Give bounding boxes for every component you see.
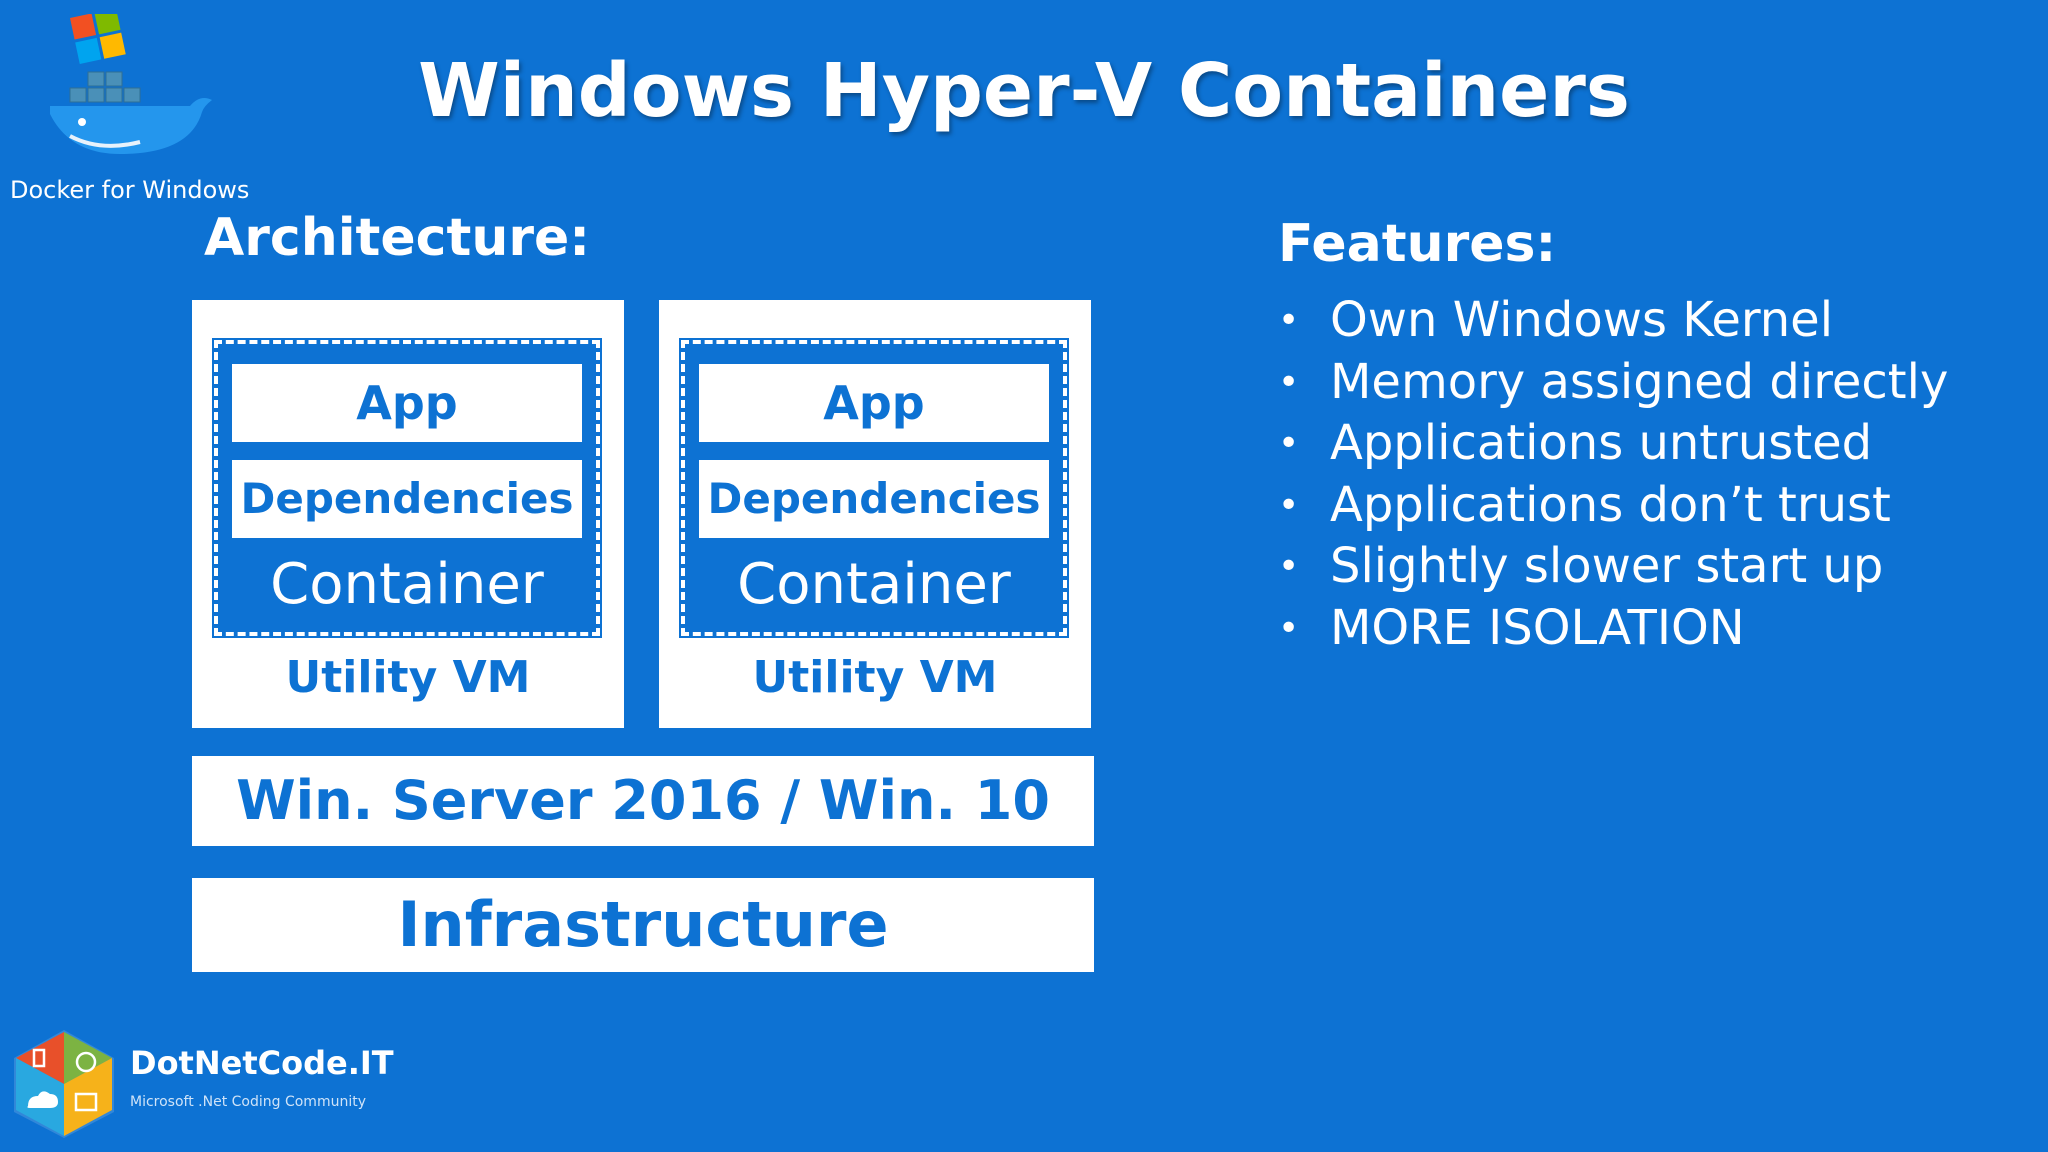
app-layer-1: App (232, 364, 582, 442)
docker-whale-icon (50, 14, 212, 154)
slide-title: Windows Hyper-V Containers (418, 48, 1630, 134)
app-layer-2: App (699, 364, 1049, 442)
feature-text: Slightly slower start up (1330, 538, 1884, 594)
container-box-2: App Dependencies Container (679, 338, 1069, 638)
container-label-2: Container (737, 552, 1011, 617)
dependencies-layer-1: Dependencies (232, 460, 582, 538)
utility-vm-box-1: App Dependencies Container Utility VM (192, 300, 624, 728)
infrastructure-layer: Infrastructure (192, 878, 1094, 972)
dotnetcode-brand-name: DotNetCode.IT (130, 1044, 394, 1082)
dependencies-layer-2: Dependencies (699, 460, 1049, 538)
utility-vm-label-2: Utility VM (752, 652, 998, 703)
host-os-layer: Win. Server 2016 / Win. 10 (192, 756, 1094, 846)
feature-text: Own Windows Kernel (1330, 292, 1834, 348)
architecture-heading: Architecture: (204, 208, 591, 268)
feature-item: • MORE ISOLATION (1278, 598, 1948, 660)
bullet: • (1278, 423, 1300, 464)
feature-item: • Slightly slower start up (1278, 536, 1948, 598)
feature-text: Applications don’t trust (1330, 476, 1891, 533)
bullet: • (1278, 484, 1300, 526)
feature-item: • Memory assigned directly (1278, 352, 1948, 414)
dotnetcode-tagline: Microsoft .Net Coding Community (130, 1094, 366, 1110)
bullet: • (1278, 607, 1300, 649)
bullet: • (1278, 546, 1300, 587)
utility-vm-box-2: App Dependencies Container Utility VM (659, 300, 1091, 728)
features-heading: Features: (1278, 214, 1557, 274)
container-box-1: App Dependencies Container (212, 338, 602, 638)
feature-item: • Own Windows Kernel (1278, 290, 1948, 352)
dotnetcode-logo-icon (14, 1030, 114, 1138)
container-label-1: Container (270, 552, 544, 617)
docker-for-windows-caption: Docker for Windows (10, 176, 250, 204)
feature-text: MORE ISOLATION (1330, 599, 1745, 656)
features-list: • Own Windows Kernel • Memory assigned dir… (1278, 290, 1948, 659)
feature-item: • Applications don’t trust (1278, 475, 1948, 537)
bullet: • (1278, 300, 1300, 341)
feature-text: Memory assigned directly (1330, 353, 1949, 410)
utility-vm-label-1: Utility VM (285, 652, 531, 703)
bullet: • (1278, 361, 1300, 403)
feature-text: Applications untrusted (1330, 415, 1873, 471)
feature-item: • Applications untrusted (1278, 413, 1948, 475)
